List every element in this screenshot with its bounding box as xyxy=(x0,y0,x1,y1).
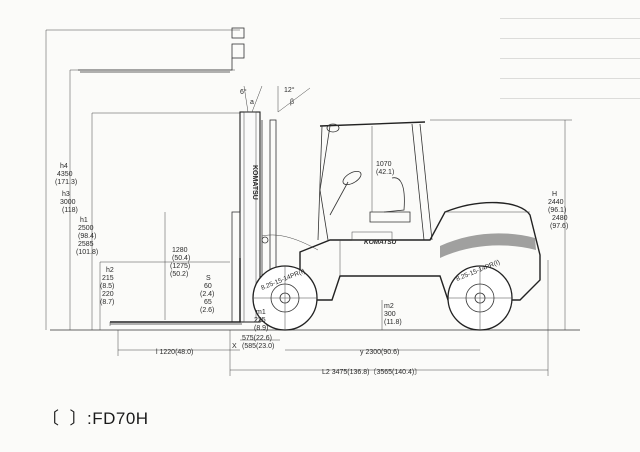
caption-model: FD70H xyxy=(92,409,149,428)
h1-mm: 2500 xyxy=(78,225,94,232)
model-caption: 〔〕:FD70H xyxy=(42,404,149,429)
s-mm: 60 xyxy=(204,283,212,290)
h3-label: h3 xyxy=(62,191,70,198)
overhead-guard xyxy=(317,121,433,241)
guard-mm: 1070 xyxy=(376,161,392,168)
m2-mm: 300 xyxy=(384,311,396,318)
rear-wheel xyxy=(447,265,513,331)
s-label: S xyxy=(206,275,211,282)
h3-mm: 3000 xyxy=(60,199,76,206)
h2-alt-mm: 220 xyxy=(102,291,114,298)
caption-bracket-open: 〔 xyxy=(42,409,60,428)
freelift-alt: (1275) xyxy=(170,263,190,270)
guard-in: (42.1) xyxy=(376,169,394,176)
h1-label: h1 xyxy=(80,217,88,224)
freelift-in: (50.4) xyxy=(172,255,190,262)
h4-mm: 4350 xyxy=(57,171,73,178)
H-alt-mm: 2480 xyxy=(552,215,568,222)
h4-label: h4 xyxy=(60,163,68,170)
s-in: (2.4) xyxy=(200,291,214,298)
x-label: X xyxy=(232,343,237,350)
caption-separator: : xyxy=(87,409,93,428)
h2-mm: 215 xyxy=(102,275,114,282)
m2-in: (11.8) xyxy=(384,319,402,326)
h2-in: (8.5) xyxy=(100,283,114,290)
l-dim-label: l 1220(48.0) xyxy=(156,349,193,356)
tilt-fwd-line xyxy=(243,85,249,113)
truck-body xyxy=(299,201,541,301)
h4-in: (171.3) xyxy=(55,179,77,186)
caption-bracket-close: 〕 xyxy=(69,409,87,428)
tilt-b-label: β xyxy=(290,99,294,106)
lowered-forks xyxy=(109,258,242,326)
raised-forks xyxy=(78,27,245,73)
body-brand-label: KOMATSU xyxy=(364,239,397,246)
h1-in: (98.4) xyxy=(78,233,96,240)
m1-in: (8.9) xyxy=(254,325,268,332)
freelift-mm: 1280 xyxy=(172,247,188,254)
H-in: (96.1) xyxy=(548,207,566,214)
steering-and-seat xyxy=(329,170,411,223)
freelift-alt-in: (50.2) xyxy=(170,271,188,278)
h1-alt-in: (101.8) xyxy=(76,249,98,256)
tilt-fwd-angle: 6° xyxy=(240,88,247,96)
x-mm: 575(22.6) xyxy=(242,335,272,342)
s-alt-mm: 65 xyxy=(204,299,212,306)
tilt-a-label: a xyxy=(250,99,254,106)
m1-label: m1 xyxy=(256,309,266,316)
h1-alt-mm: 2585 xyxy=(78,241,94,248)
s-alt-in: (2.6) xyxy=(200,307,214,314)
tilt-back-angle: 12° xyxy=(284,86,295,94)
m2-label: m2 xyxy=(384,303,394,310)
mast-brand-label: KOMATSU xyxy=(251,165,258,200)
m1-mm: 225 xyxy=(254,317,266,324)
H-label: H xyxy=(552,191,557,198)
y-dim-label: y 2300(90.6) xyxy=(360,349,399,356)
faded-spec-table-background xyxy=(500,0,640,110)
L2-dim-label: L2 3475(136.8)〔3565(140.4)〕 xyxy=(322,368,421,376)
H-alt-in: (97.6) xyxy=(550,223,568,230)
tilt-back-line xyxy=(277,87,311,113)
tilt-mid-line xyxy=(251,85,263,113)
front-wheel xyxy=(252,265,318,331)
H-mm: 2440 xyxy=(548,199,564,206)
h3-in: (118) xyxy=(62,207,78,214)
h2-alt-in: (8.7) xyxy=(100,299,114,306)
x-alt: (585(23.0) xyxy=(242,343,274,350)
h2-label: h2 xyxy=(106,267,114,274)
